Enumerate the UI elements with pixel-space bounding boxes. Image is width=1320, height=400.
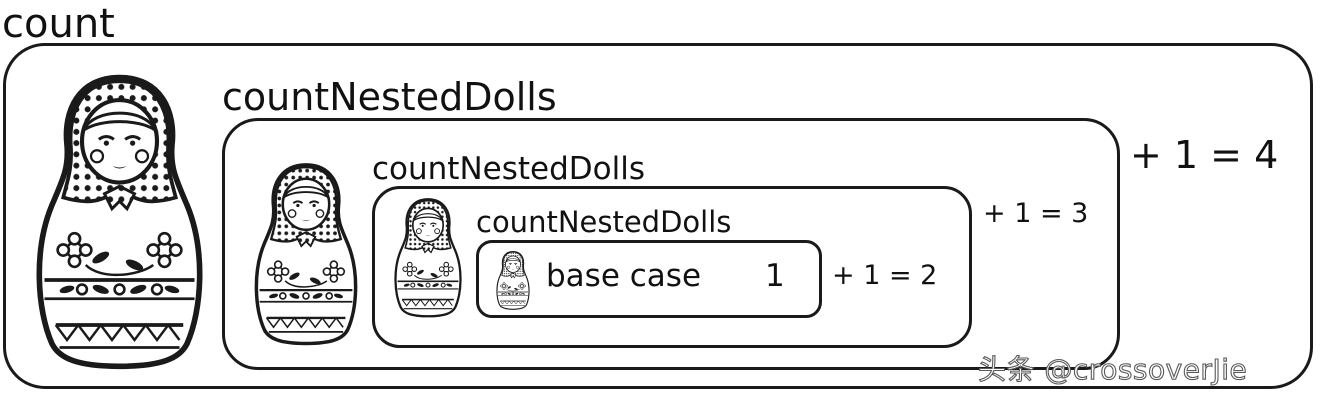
- matryoshka-doll-icon: [248, 160, 364, 346]
- level-0-sum: + 1 = 4: [1130, 133, 1279, 177]
- level-1-sum: + 1 = 3: [983, 198, 1089, 229]
- level-2-title: countNestedDolls: [372, 151, 645, 187]
- level-0-box: [3, 43, 1313, 389]
- level-1-box: [222, 118, 1120, 370]
- level-1-title: countNestedDolls: [222, 75, 557, 119]
- watermark: 头条 @crossoverJie: [977, 353, 1248, 386]
- base-case-value: 1: [765, 258, 785, 294]
- level-2-box: [372, 186, 972, 348]
- matryoshka-doll-icon: [22, 70, 217, 370]
- base-case-box: [476, 240, 822, 318]
- matryoshka-doll-icon: [390, 196, 466, 318]
- base-case-label: base case: [546, 258, 702, 294]
- level-0-title: count: [2, 1, 115, 47]
- level-2-sum: + 1 = 2: [832, 260, 938, 291]
- matryoshka-doll-icon: [494, 250, 532, 310]
- level-3-title: countNestedDolls: [476, 205, 732, 239]
